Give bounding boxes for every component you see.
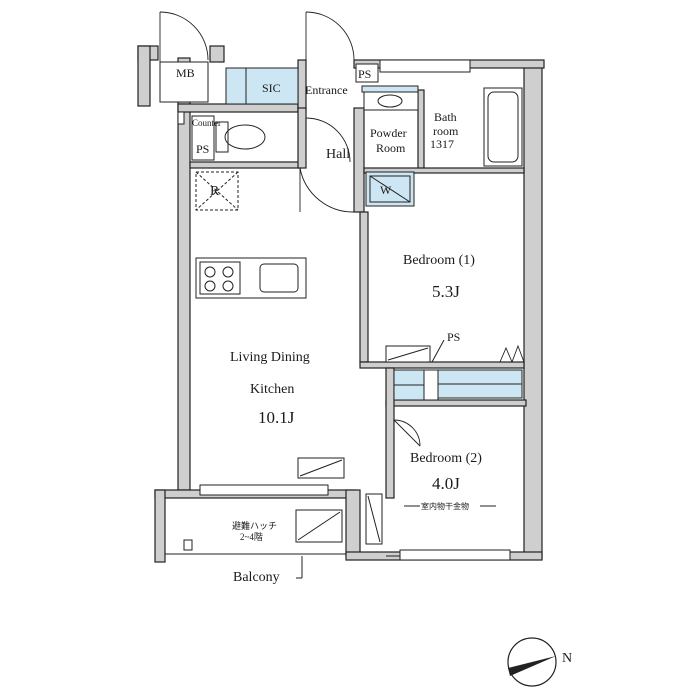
ldk-sliding-marker: [297, 457, 345, 479]
evacuation-hatch-label-2: 2~4階: [240, 532, 263, 542]
washer-pan: [365, 171, 415, 207]
bathroom-label-2: room: [433, 124, 459, 138]
bedroom2-name: Bedroom (2): [410, 451, 482, 466]
ps-left-label: PS: [196, 142, 209, 156]
ps-top-shaft: [355, 63, 379, 83]
entrance-label: Entrance: [305, 83, 348, 97]
bedroom2-door: [393, 419, 421, 447]
windows: [177, 59, 511, 561]
bedroom1-door: [385, 345, 431, 363]
hall-label: Hall: [326, 147, 350, 162]
bedroom2-closet: [393, 369, 439, 401]
north-label: N: [562, 651, 572, 666]
sic-label: SIC: [262, 81, 281, 95]
ps-mid-label: PS: [447, 330, 460, 344]
powder-room-label-2: Room: [376, 141, 406, 155]
powder-room-label-1: Powder: [370, 126, 407, 140]
north-arrow-icon: [507, 637, 557, 687]
entrance-door: [305, 11, 355, 62]
ps-top-label: PS: [358, 67, 371, 81]
bathroom-label-1: Bath: [434, 110, 457, 124]
balcony: [164, 497, 347, 555]
mb-label: MB: [176, 66, 195, 80]
kitchen-counter: [195, 257, 307, 299]
powder-sink: [361, 85, 419, 111]
sic-closet: [225, 67, 299, 105]
mb-closet: [159, 11, 209, 103]
balcony-label: Balcony: [233, 570, 280, 585]
bedroom1-closet: [437, 344, 525, 399]
evacuation-hatch-label-1: 避難ハッチ: [232, 520, 277, 531]
bathtub: [483, 87, 523, 167]
washer-label: W: [380, 183, 392, 197]
bathroom-size: 1317: [430, 137, 454, 151]
bedroom1-name: Bedroom (1): [403, 253, 475, 268]
toilet: [191, 115, 266, 161]
bedroom2-size: 4.0J: [432, 474, 460, 493]
refrigerator-label: R: [210, 184, 220, 199]
hall-doors: [299, 117, 355, 213]
ldk-label-1: Living Dining: [230, 350, 310, 365]
interior-walls: [189, 89, 527, 499]
counter-label: Counter: [192, 118, 221, 128]
drying-hardware-label: 室内物干金物: [421, 501, 469, 511]
refrigerator-space: [195, 171, 239, 211]
bedroom2-window-shade: [365, 493, 383, 545]
bedroom1-size: 5.3J: [432, 282, 460, 301]
ldk-size: 10.1J: [258, 408, 295, 427]
ldk-label-2: Kitchen: [250, 382, 294, 397]
